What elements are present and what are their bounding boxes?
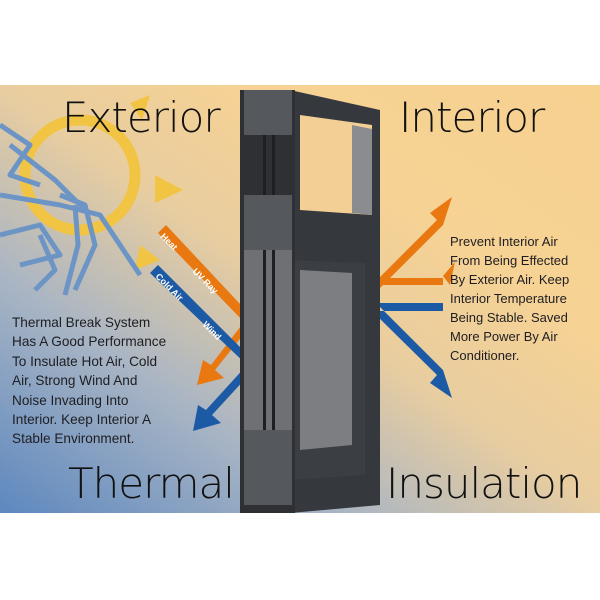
illustration: Heat UV Ray Cold Air Wind — [0, 90, 455, 513]
snowflake-icon — [0, 122, 143, 296]
window-profile — [240, 90, 380, 513]
blue-arrow — [150, 265, 258, 431]
heading-interior: Interior — [399, 93, 545, 142]
heading-exterior: Exterior — [62, 93, 221, 142]
sun-icon — [19, 95, 183, 270]
cold-air-label: Cold Air — [154, 271, 186, 303]
interior-description: Prevent Interior Air From Being Effected… — [450, 234, 570, 363]
exterior-description: Thermal Break System Has A Good Performa… — [12, 315, 167, 447]
heading-thermal: Thermal — [68, 459, 235, 508]
thermal-insulation-banner: Heat UV Ray Cold Air Wind Exterior Inter… — [0, 85, 600, 513]
blue-arrow-down — [360, 300, 452, 398]
heading-insulation: Insulation — [386, 459, 582, 508]
orange-arrow-up — [443, 262, 455, 285]
